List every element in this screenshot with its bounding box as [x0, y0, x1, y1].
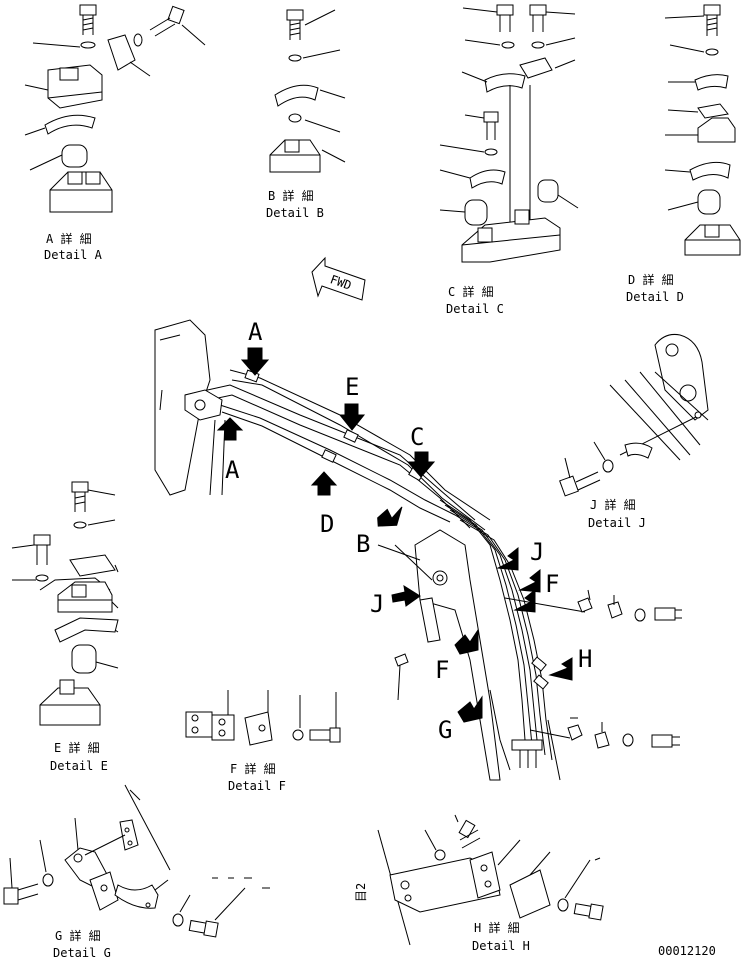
detail-c-drawing	[439, 4, 579, 263]
callout-a-top: A	[248, 318, 263, 346]
detail-g-label-jp: G 詳 細	[55, 928, 101, 943]
callout-g: G	[438, 716, 452, 744]
drawing-stamp: 目2	[354, 883, 368, 902]
detail-f-drawing	[185, 690, 341, 746]
detail-b-label-en: Detail B	[266, 206, 324, 220]
callout-b: B	[356, 530, 370, 558]
detail-b-label-jp: B 詳 細	[268, 188, 314, 203]
detail-a-drawing	[24, 4, 206, 213]
fwd-direction-arrow: FWD	[311, 256, 366, 301]
fitting-assembly-lower	[529, 717, 680, 749]
detail-h-label-jp: H 詳 細	[474, 920, 520, 935]
detail-a-label-jp: A 詳 細	[46, 231, 92, 246]
detail-f-label-en: Detail F	[228, 779, 286, 793]
detail-d-label-jp: D 詳 細	[628, 272, 674, 287]
detail-e-label-jp: E 詳 細	[54, 740, 100, 755]
detail-d-drawing	[664, 4, 741, 256]
detail-g-drawing	[3, 784, 270, 938]
detail-a-label-en: Detail A	[44, 248, 103, 262]
detail-d-label-en: Detail D	[626, 290, 684, 304]
callout-c: C	[410, 423, 424, 451]
detail-h-label-en: Detail H	[472, 939, 530, 953]
detail-j-drawing	[559, 334, 709, 497]
detail-f-label-jp: F 詳 細	[230, 761, 276, 776]
fwd-label: FWD	[328, 272, 353, 293]
callout-j-left: J	[370, 590, 384, 618]
callout-e: E	[345, 373, 359, 401]
callout-arrows	[216, 347, 573, 723]
callout-h: H	[578, 645, 592, 673]
drawing-number: 00012120	[658, 944, 716, 958]
detail-h-drawing	[377, 814, 604, 946]
detail-j-label-en: Detail J	[588, 516, 646, 530]
fitting-assembly-upper	[504, 589, 682, 622]
callout-d: D	[320, 510, 334, 538]
detail-c-label-en: Detail C	[446, 302, 504, 316]
detail-e-label-en: Detail E	[50, 759, 108, 773]
detail-e-drawing	[11, 481, 119, 726]
callout-j-right: J	[530, 538, 544, 566]
callout-f-right: F	[545, 570, 559, 598]
boom-assembly	[154, 319, 561, 781]
callout-f-left: F	[435, 656, 449, 684]
detail-c-label-jp: C 詳 細	[448, 284, 494, 299]
callout-a-bottom: A	[225, 456, 240, 484]
detail-g-label-en: Detail G	[53, 946, 111, 959]
detail-b-drawing	[269, 9, 346, 173]
detail-j-label-jp: J 詳 細	[590, 497, 636, 512]
